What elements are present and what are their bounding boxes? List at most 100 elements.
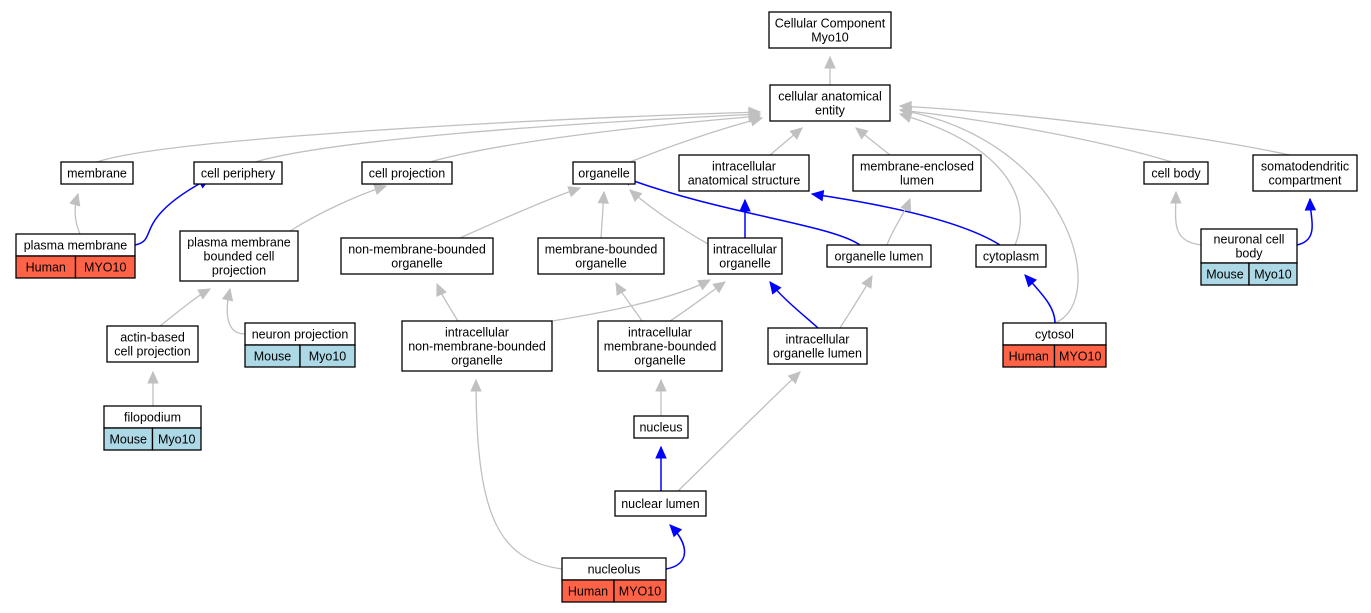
node-nuclear-lumen[interactable]: nuclear lumen (614, 490, 707, 517)
edge-arrowhead (221, 287, 234, 302)
edge-line (899, 109, 1079, 324)
edge-arrowhead (712, 281, 726, 294)
node-box (1143, 161, 1209, 185)
gene-label: MYO10 (619, 585, 661, 599)
node-label-line: plasma membrane (187, 236, 291, 250)
node-box (769, 84, 891, 122)
node-label-line: intracellular (445, 326, 509, 340)
species-label: Human (26, 261, 66, 275)
node-label-line: lumen (900, 174, 934, 188)
species-label: Mouse (254, 350, 292, 364)
edge-line (629, 117, 763, 163)
node-label-line: Myo10 (811, 31, 849, 45)
edge-arrowhead (615, 281, 627, 296)
edge-arrowhead (749, 115, 764, 127)
node-label-line: cellular anatomical (778, 90, 882, 104)
gene-label: MYO10 (84, 261, 126, 275)
node-box (179, 230, 299, 282)
node-label-line: organelle (578, 167, 629, 181)
edge-arrowhead (810, 189, 825, 202)
edge-mel-to-cae (855, 127, 891, 156)
node-cell-periphery[interactable]: cell periphery (193, 161, 283, 185)
gene-label: Myo10 (309, 350, 347, 364)
edge-line (677, 371, 801, 492)
edge-arrowhead (769, 281, 782, 295)
edge-arrowhead (655, 378, 667, 392)
node-label-line: cytosol (1035, 328, 1074, 342)
node-box (340, 237, 494, 275)
edge-sdc-to-cae (898, 100, 1291, 156)
node-membrane[interactable]: membrane (60, 161, 134, 185)
node-cytoplasm[interactable]: cytoplasm (975, 244, 1047, 268)
edge-nucleolus-to-inmbo (470, 378, 563, 570)
edge-ncb-to-sdc (1296, 197, 1317, 246)
edge-arrowhead (861, 274, 873, 289)
node-label-line: neuronal cell (1214, 233, 1285, 247)
node-nucleus[interactable]: nucleus (633, 415, 689, 439)
node-box (106, 325, 199, 363)
edge-arrowhead (655, 445, 667, 459)
node-organelle[interactable]: organelle (572, 161, 636, 185)
node-box (193, 161, 283, 185)
edge-ncb-to-cell-body (1170, 190, 1203, 246)
edge-nuclear-lumen-to-nucleus (655, 445, 667, 491)
node-inmbo[interactable]: intracellularnon-membrane-boundedorganel… (401, 320, 553, 372)
edge-arrowhead (739, 198, 751, 212)
edge-cell-body-to-cae (898, 105, 1173, 163)
gene-cell (74, 255, 136, 279)
edge-imbo-to-io (669, 281, 726, 322)
gene-cell (1248, 262, 1298, 286)
edge-line (551, 279, 711, 322)
node-box (707, 237, 783, 275)
edge-nucleus-to-imbo (655, 378, 667, 416)
edge-cytosol-to-cytoplasm (1024, 274, 1056, 324)
edge-np-to-pmbcp (221, 287, 246, 335)
node-box (60, 161, 134, 185)
edge-arrowhead (900, 197, 912, 212)
edge-arrowhead (1304, 197, 1317, 211)
edge-arrowhead (629, 189, 643, 202)
node-ol[interactable]: organelle lumen (826, 244, 932, 268)
node-label-line: plasma membrane (24, 239, 128, 253)
node-cell-projection[interactable]: cell projection (361, 161, 453, 185)
edge-line (134, 177, 211, 246)
node-box (826, 244, 932, 268)
node-label-line: Cellular Component (775, 17, 886, 31)
edge-cytosol-to-cae (898, 106, 1079, 324)
species-label: Human (568, 585, 608, 599)
edge-mbo-to-organelle (597, 190, 610, 239)
edge-membrane-to-cae (96, 106, 762, 163)
edge-line (899, 113, 1021, 246)
edge-io-to-ias (739, 198, 751, 238)
node-label-line: organelle (391, 257, 442, 271)
edge-cytoplasm-to-ias (810, 189, 1001, 246)
gene-label: MYO10 (1059, 350, 1101, 364)
node-box (572, 161, 636, 185)
node-box (768, 11, 892, 49)
node-box (597, 320, 723, 372)
node-cell-body[interactable]: cell body (1143, 161, 1209, 185)
edge-organelle-to-cae (629, 115, 764, 163)
node-label-line: intracellular (712, 160, 776, 174)
node-label-line: actin-based (120, 331, 185, 345)
node-label-line: cytoplasm (983, 250, 1039, 264)
